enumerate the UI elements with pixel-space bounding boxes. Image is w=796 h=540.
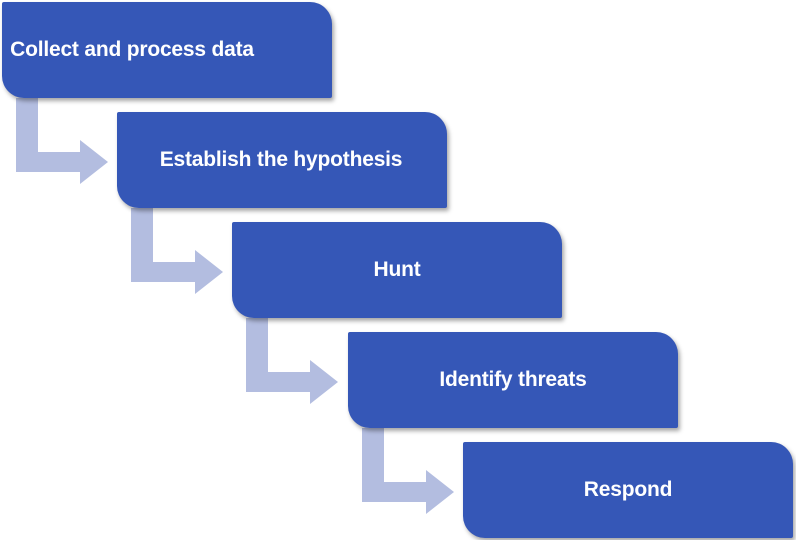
step-identify-threats: Identify threats <box>348 332 678 428</box>
step-label: Hunt <box>373 258 421 281</box>
step-establish-the-hypothesis: Establish the hypothesis <box>117 112 447 208</box>
step-label: Identify threats <box>439 368 587 391</box>
step-label: Collect and process data <box>10 38 254 61</box>
step-label: Respond <box>583 478 673 501</box>
bent-arrow-icon <box>131 208 223 294</box>
step-hunt: Hunt <box>232 222 562 318</box>
bent-arrow-icon <box>246 318 338 404</box>
step-collect-and-process-data: Collect and process data <box>2 2 332 98</box>
bent-arrow-icon <box>362 428 454 514</box>
bent-arrow-icon <box>16 98 108 184</box>
step-respond: Respond <box>463 442 793 538</box>
step-label: Establish the hypothesis <box>159 148 403 171</box>
